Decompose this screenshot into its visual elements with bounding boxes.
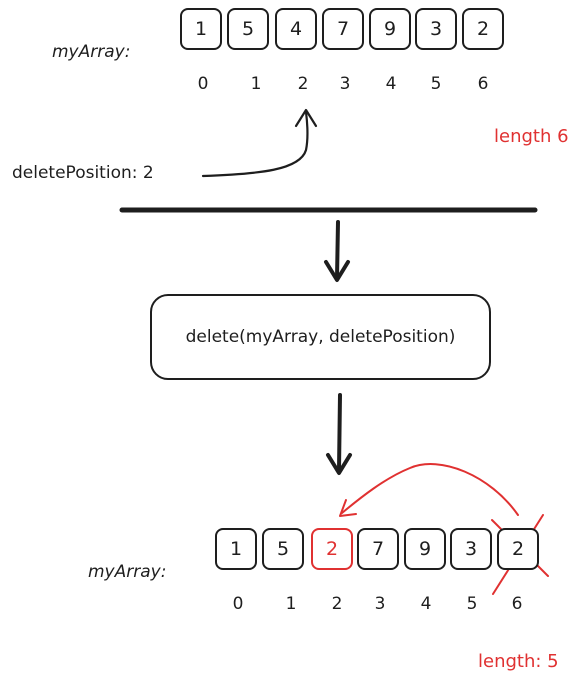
down-arrow-2 [337,393,342,472]
top-array-index: 1 [250,74,262,94]
top-array-index: 5 [430,74,442,94]
bottom-array-index: 4 [420,594,432,614]
top-length-note: length 6 [494,126,569,147]
bottom-array-index: 0 [232,594,244,614]
top-array-cell: 9 [369,8,411,50]
top-array-cell: 7 [322,8,364,50]
bottom-array-cell: 5 [262,528,304,570]
down-arrow-1 [335,220,340,280]
top-array-index: 2 [297,74,309,94]
top-array-cell: 4 [275,8,317,50]
down-arrow-2-head [326,453,352,475]
delete-function-box: delete(myArray, deletePosition) [150,294,491,380]
bottom-array-cell-removed: 2 [497,528,539,570]
bottom-array-index: 1 [285,594,297,614]
down-arrow-1-head [324,260,350,282]
bottom-array-cell: 9 [404,528,446,570]
top-array-index: 4 [385,74,397,94]
top-array-index: 0 [197,74,209,94]
delete-position-arrow [201,110,309,178]
top-array-cell: 5 [227,8,269,50]
top-array-index: 6 [477,74,489,94]
delete-function-call: delete(myArray, deletePosition) [185,327,456,347]
bottom-array-index: 5 [466,594,478,614]
bottom-array-index: 3 [374,594,386,614]
top-array-index: 3 [339,74,351,94]
bottom-array-cell: 1 [215,528,257,570]
bottom-array-cell: 7 [357,528,399,570]
top-array-label: myArray: [52,42,131,62]
bottom-array-index: 2 [331,594,343,614]
top-array-cell: 3 [415,8,457,50]
move-arrow [341,463,519,516]
top-array-cell: 2 [462,8,504,50]
bottom-array-cell: 3 [450,528,492,570]
bottom-array-label: myArray: [88,562,167,582]
bottom-length-note: length: 5 [478,651,559,672]
delete-position-arrowhead [294,108,318,128]
delete-position-label: deletePosition: 2 [12,163,154,183]
bottom-array-cell-highlighted: 2 [311,528,353,570]
bottom-array-index: 6 [511,594,523,614]
move-arrowhead [339,499,357,517]
top-array-cell: 1 [180,8,222,50]
